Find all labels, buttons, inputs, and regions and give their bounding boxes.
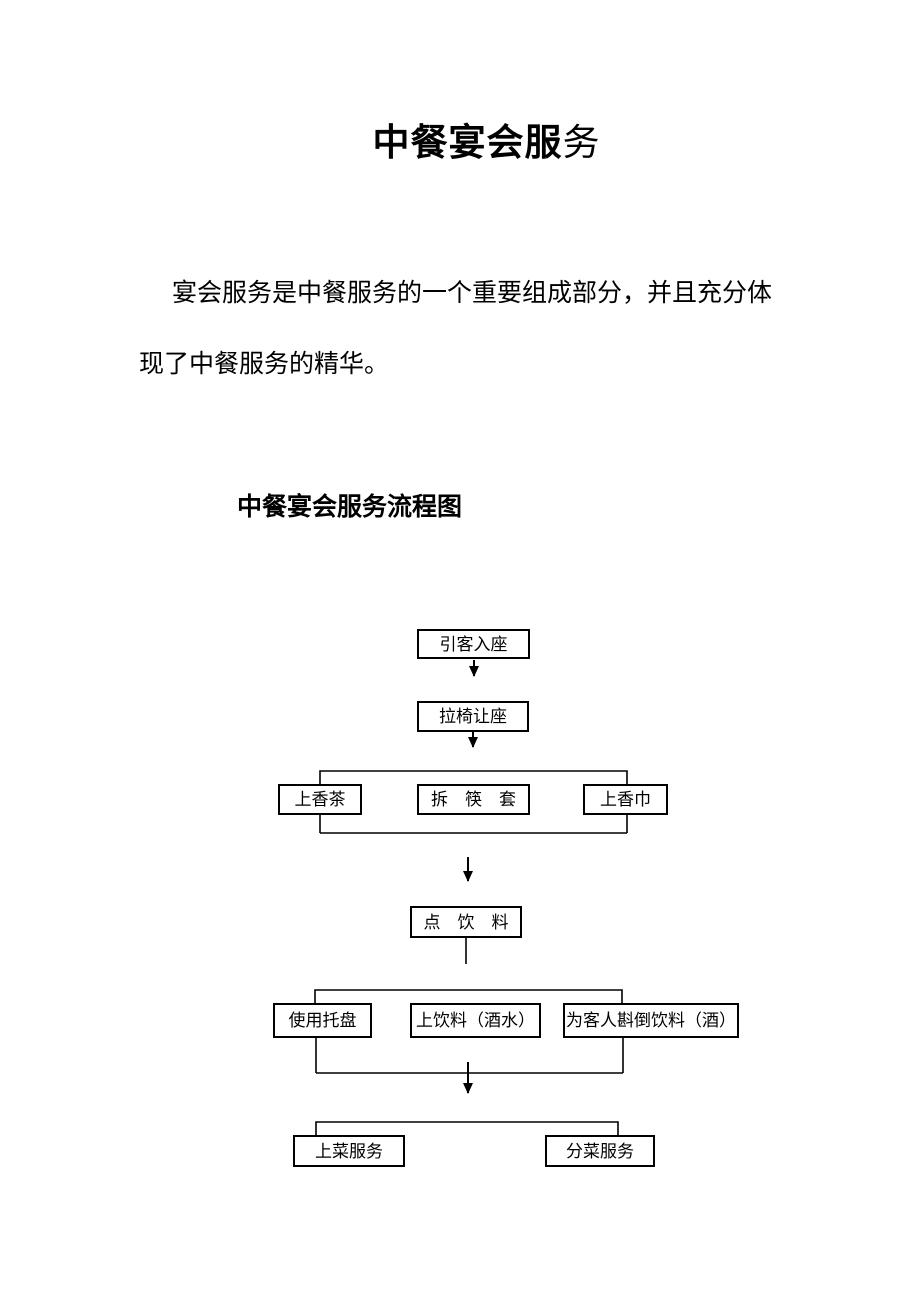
flow-node-label: 上饮料（酒水）	[416, 1011, 535, 1030]
flowchart-heading: 中餐宴会服务流程图	[237, 494, 463, 521]
flow-node-label: 引客入座	[439, 634, 508, 654]
flow-node-label: 上菜服务	[315, 1141, 383, 1161]
document-title: 中餐宴会服务	[0, 118, 920, 169]
flow-node-unwrap-chopsticks: 拆 筷 套	[417, 784, 530, 815]
flow-node-label: 点 饮 料	[423, 912, 509, 932]
bracket-row3-top	[315, 1121, 619, 1135]
flow-node-serve-towel: 上香巾	[583, 784, 668, 815]
flow-node-label: 为客人斟倒饮料（酒）	[566, 1011, 736, 1030]
flow-node-label: 分菜服务	[566, 1141, 634, 1161]
intro-paragraph-line-2: 现了中餐服务的精华。	[139, 351, 390, 378]
bracket-row2-top	[314, 989, 623, 1003]
flow-node-pour-drinks: 为客人斟倒饮料（酒）	[563, 1003, 739, 1038]
flow-node-label: 使用托盘	[288, 1011, 357, 1030]
bracket-row1-top	[319, 770, 628, 785]
flow-node-serve-drinks: 上饮料（酒水）	[410, 1003, 541, 1038]
flow-node-label: 上香巾	[600, 790, 651, 809]
flow-node-pull-chair: 拉椅让座	[417, 701, 529, 732]
flow-node-label: 拆 筷 套	[431, 790, 516, 809]
flow-node-serve-dishes: 上菜服务	[293, 1135, 405, 1167]
document-title-main: 中餐宴会服	[372, 122, 563, 163]
flow-node-guide-guests: 引客入座	[417, 629, 530, 659]
flow-node-order-drinks: 点 饮 料	[410, 906, 522, 938]
document-title-suffix: 务	[562, 123, 600, 164]
flow-node-label: 拉椅让座	[439, 707, 507, 726]
flow-node-label: 上香茶	[294, 790, 346, 809]
flow-node-serve-tea: 上香茶	[278, 784, 362, 815]
flow-node-use-tray: 使用托盘	[273, 1003, 372, 1038]
intro-paragraph-line-1: 宴会服务是中餐服务的一个重要组成部分，并且充分体	[172, 280, 773, 307]
flow-node-portion-dishes: 分菜服务	[545, 1135, 655, 1167]
